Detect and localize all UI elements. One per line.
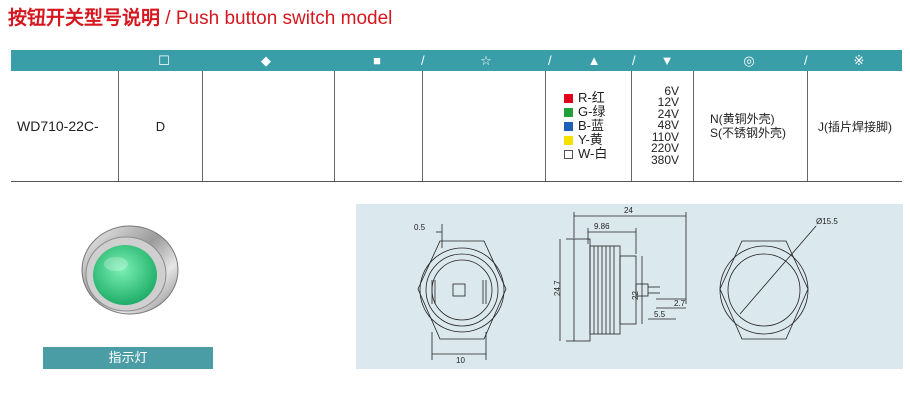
indicator-light-icon [81, 225, 179, 315]
header-separator: / [632, 53, 636, 68]
material-stainless: S(不锈钢外壳) [710, 126, 786, 140]
voltage-value: 12V [657, 95, 679, 110]
side-view: 24 9.86 24.7 22 2.7 5.5 [553, 206, 687, 342]
cell-model: WD710-22C- [17, 71, 117, 181]
color-option: B-蓝 [564, 119, 604, 133]
model-code: WD710-22C- [17, 118, 99, 134]
header-separator: / [548, 53, 552, 68]
column-divider [631, 71, 632, 181]
column-divider [693, 71, 694, 181]
dim-label: Ø15.5 [816, 217, 838, 226]
header-symbol-reference-mark-icon: ※ [853, 53, 865, 68]
color-label: R-红 [578, 90, 605, 105]
cell-colors: R-红 G-绿 B-蓝 Y-黄 W-白 [546, 71, 631, 181]
table-header: ☐ ◆ ■ / ☆ / ▲ / ▼ ◎ / ※ [11, 50, 902, 71]
dim-label: 24 [624, 206, 633, 215]
color-option: R-红 [564, 91, 605, 105]
color-swatch [564, 149, 573, 159]
table-row: WD710-22C- D R-红 G-绿 B-蓝 Y-黄 [11, 71, 902, 182]
dim-label: 5.5 [654, 310, 666, 319]
title-english: / Push button switch model [165, 8, 393, 29]
material-brass: N(黄铜外壳) [710, 112, 775, 126]
title-chinese: 按钮开关型号说明 [8, 8, 161, 29]
cell-empty-1 [203, 71, 334, 181]
dim-label: 22 [631, 291, 640, 300]
color-swatch [564, 107, 573, 117]
column-divider [202, 71, 203, 181]
voltage-value: 6V [664, 83, 679, 98]
column-divider [422, 71, 423, 181]
column-divider [545, 71, 546, 181]
terminal-type: J(插片焊接脚) [818, 119, 892, 134]
header-symbol-square-icon: ☐ [158, 53, 170, 68]
dim-label: 2.7 [674, 299, 686, 308]
back-view: Ø15.5 [719, 217, 838, 340]
color-option: G-绿 [564, 105, 605, 119]
cell-terminal: J(插片焊接脚) [808, 71, 902, 181]
page-title: 按钮开关型号说明 / Push button switch model [8, 8, 392, 30]
color-swatch [564, 121, 573, 131]
color-label: B-蓝 [578, 118, 605, 133]
column-divider [807, 71, 808, 181]
dim-label: 0.5 [414, 223, 426, 232]
cell-empty-3 [423, 71, 545, 181]
voltage-value: 380V [650, 152, 679, 167]
dim-label: 24.7 [553, 280, 562, 296]
cell-materials: N(黄铜外壳) S(不锈钢外壳) [694, 71, 807, 181]
indicator-light-photo [64, 222, 184, 332]
color-option: Y-黄 [564, 133, 603, 147]
color-option: W-白 [564, 147, 607, 161]
cell-empty-2 [335, 71, 422, 181]
header-symbol-filled-square-icon: ■ [373, 53, 381, 68]
model-table: ☐ ◆ ■ / ☆ / ▲ / ▼ ◎ / ※ WD710-22C- D [11, 50, 902, 182]
dim-label: 9.86 [594, 222, 610, 231]
header-separator: / [804, 53, 808, 68]
front-view: 0.5 10 [414, 223, 507, 365]
voltage-value: 48V [657, 118, 679, 133]
color-label: W-白 [578, 146, 608, 161]
voltage-value: 24V [657, 106, 679, 121]
header-symbol-double-circle-icon: ◎ [743, 53, 755, 68]
color-swatch [564, 93, 573, 103]
voltage-value: 220V [650, 141, 679, 156]
color-swatch [564, 135, 573, 145]
photo-caption: 指示灯 [43, 347, 213, 369]
dim-label: 10 [456, 356, 465, 365]
header-symbol-triangle-down-icon: ▼ [660, 53, 674, 68]
voltage-value: 110V [651, 129, 679, 144]
color-label: G-绿 [578, 104, 606, 119]
header-symbol-star-icon: ☆ [480, 53, 492, 68]
column-divider [118, 71, 119, 181]
color-label: Y-黄 [578, 132, 603, 147]
column-divider [334, 71, 335, 181]
cell-lens: D [119, 71, 202, 181]
header-symbol-diamond-icon: ◆ [261, 53, 271, 68]
dimension-drawing-svg: 0.5 10 [414, 206, 838, 365]
header-separator: / [421, 53, 425, 68]
header-symbol-triangle-up-icon: ▲ [587, 53, 601, 68]
lens-code: D [155, 118, 166, 134]
dimension-drawing: 0.5 10 [356, 204, 903, 369]
cell-voltages: 6V 12V 24V 48V 110V 220V 380V [632, 71, 693, 181]
